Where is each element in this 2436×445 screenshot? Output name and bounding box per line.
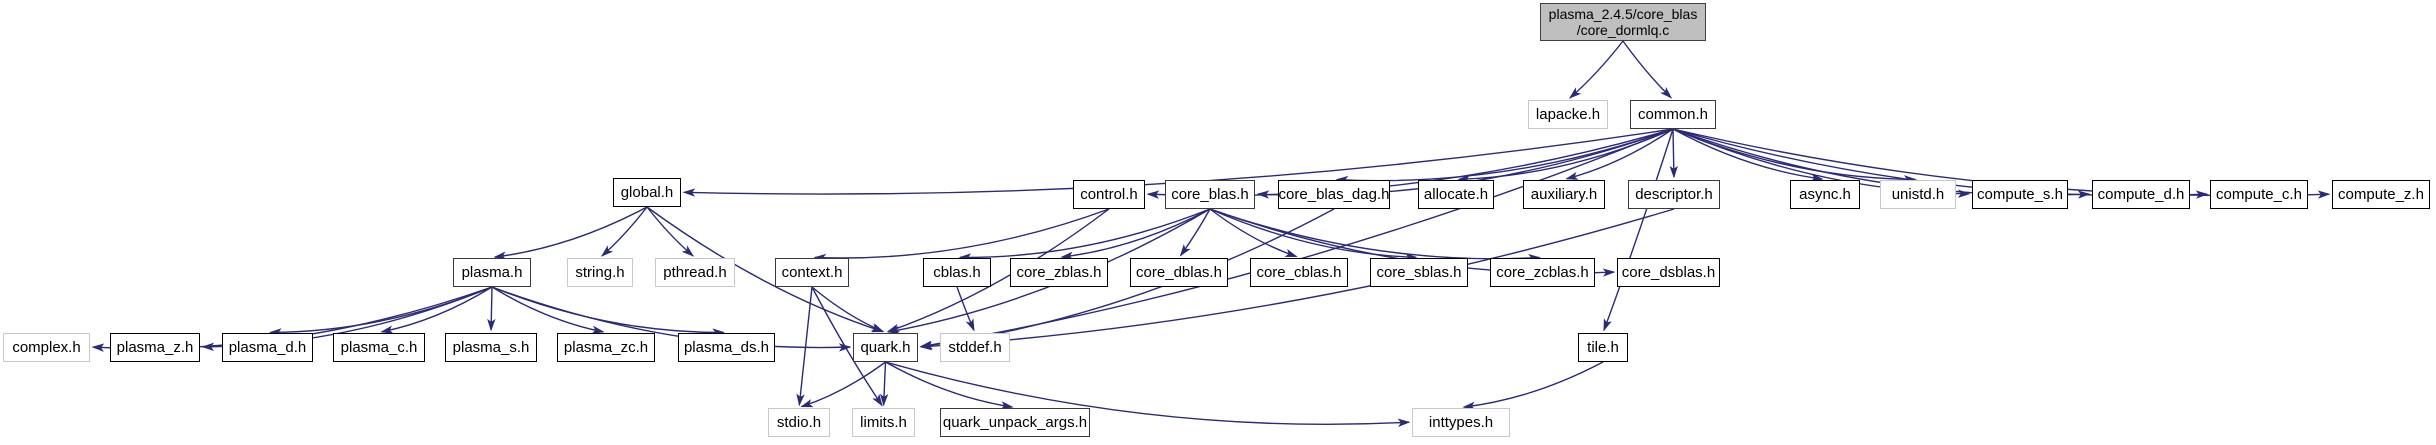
graph-node-root[interactable]: plasma_2.4.5/core_blas /core_dormlq.c [1540, 3, 1706, 41]
edge-common-to-tile [1603, 128, 1674, 332]
edge-core_blas-to-cblas [958, 208, 1211, 262]
graph-node-core_zblas[interactable]: core_zblas.h [1010, 258, 1108, 287]
edge-core_blas-to-core_cblas [1209, 208, 1298, 258]
edge-plasma-to-plasma_d [269, 286, 493, 337]
edge-core_blas-to-core_zblas [1060, 208, 1211, 260]
edge-plasma-to-plasma_s [487, 286, 496, 332]
edge-core_blas-to-core_sblas [1209, 208, 1418, 262]
graph-node-descriptor[interactable]: descriptor.h [1628, 180, 1720, 209]
graph-node-plasma_ds[interactable]: plasma_ds.h [678, 333, 775, 362]
edge-quark-to-limits [879, 361, 889, 407]
graph-node-complex[interactable]: complex.h [3, 333, 90, 362]
edge-common-to-auxiliary [1565, 128, 1674, 180]
graph-node-context[interactable]: context.h [775, 258, 849, 287]
graph-node-plasma_z[interactable]: plasma_z.h [110, 333, 200, 362]
edge-common-to-async [1672, 128, 1824, 182]
edge-global-to-pthread [646, 206, 695, 257]
graph-node-core_blas[interactable]: core_blas.h [1165, 180, 1255, 209]
graph-node-string[interactable]: string.h [567, 258, 633, 287]
graph-node-stddef[interactable]: stddef.h [940, 333, 1010, 362]
graph-node-inttypes[interactable]: inttypes.h [1412, 408, 1510, 437]
edge-control-to-context [813, 208, 1110, 263]
graph-node-compute_s[interactable]: compute_s.h [1972, 180, 2068, 209]
edge-context-to-quark [811, 286, 885, 333]
graph-node-core_blas_dag[interactable]: core_blas_dag.h [1278, 180, 1390, 209]
graph-node-core_zcblas[interactable]: core_zcblas.h [1490, 258, 1595, 287]
graph-node-plasma_c[interactable]: plasma_c.h [333, 333, 425, 362]
graph-node-common[interactable]: common.h [1630, 100, 1716, 129]
graph-node-compute_d[interactable]: compute_d.h [2092, 180, 2190, 209]
edge-tile-to-inttypes [1462, 361, 1604, 410]
graph-node-pthread[interactable]: pthread.h [655, 258, 735, 287]
graph-node-quark_unpack_args[interactable]: quark_unpack_args.h [940, 408, 1090, 437]
graph-node-unistd[interactable]: unistd.h [1880, 180, 1956, 209]
edge-plasma-to-plasma_zc [491, 286, 605, 334]
edge-cblas-to-stddef [956, 286, 975, 332]
edge-quark-to-stdio [800, 361, 886, 408]
edge-plasma-to-plasma_ds [491, 286, 725, 337]
edge-plasma-to-quark [491, 286, 852, 352]
edge-global-to-plasma [493, 206, 648, 260]
graph-node-plasma[interactable]: plasma.h [453, 258, 531, 287]
edge-plasma-to-plasma_c [380, 286, 493, 334]
graph-node-plasma_d[interactable]: plasma_d.h [222, 333, 313, 362]
graph-node-core_dblas[interactable]: core_dblas.h [1130, 258, 1228, 287]
edge-context-to-limits [811, 286, 883, 407]
graph-node-compute_c[interactable]: compute_c.h [2210, 180, 2308, 209]
edge-global-to-string [600, 206, 648, 257]
graph-node-core_sblas[interactable]: core_sblas.h [1370, 258, 1468, 287]
graph-node-global[interactable]: global.h [613, 178, 681, 207]
edge-quark-to-inttypes [885, 361, 1411, 427]
edge-root-to-common [1622, 40, 1673, 99]
graph-node-allocate[interactable]: allocate.h [1418, 180, 1494, 209]
graph-node-auxiliary[interactable]: auxiliary.h [1523, 180, 1605, 209]
graph-node-plasma_s[interactable]: plasma_s.h [445, 333, 537, 362]
graph-node-tile[interactable]: tile.h [1578, 333, 1628, 362]
edge-root-to-lapacke [1568, 40, 1624, 99]
graph-node-compute_z[interactable]: compute_z.h [2332, 180, 2430, 209]
graph-node-cblas[interactable]: cblas.h [923, 258, 991, 287]
edge-context-to-stdio [796, 286, 813, 407]
graph-node-quark[interactable]: quark.h [853, 333, 918, 362]
graph-node-core_cblas[interactable]: core_cblas.h [1250, 258, 1348, 287]
graph-node-lapacke[interactable]: lapacke.h [1528, 100, 1608, 129]
edge-global-to-quark [646, 206, 885, 333]
graph-node-plasma_zc[interactable]: plasma_zc.h [557, 333, 655, 362]
edge-core_blas-to-core_zcblas [1209, 208, 1541, 263]
edge-control-to-quark [886, 208, 1110, 333]
edge-core_blas-to-core_dblas [1179, 208, 1211, 257]
graph-node-control[interactable]: control.h [1073, 180, 1145, 209]
graph-node-limits[interactable]: limits.h [852, 408, 915, 437]
graph-node-stdio[interactable]: stdio.h [768, 408, 830, 437]
edge-descriptor-to-quark [919, 208, 1675, 351]
edge-common-to-descriptor [1669, 128, 1678, 179]
edge-quark-to-quark_unpack_args [885, 361, 1014, 410]
graph-node-async[interactable]: async.h [1790, 180, 1860, 209]
graph-node-core_dsblas[interactable]: core_dsblas.h [1617, 258, 1720, 287]
